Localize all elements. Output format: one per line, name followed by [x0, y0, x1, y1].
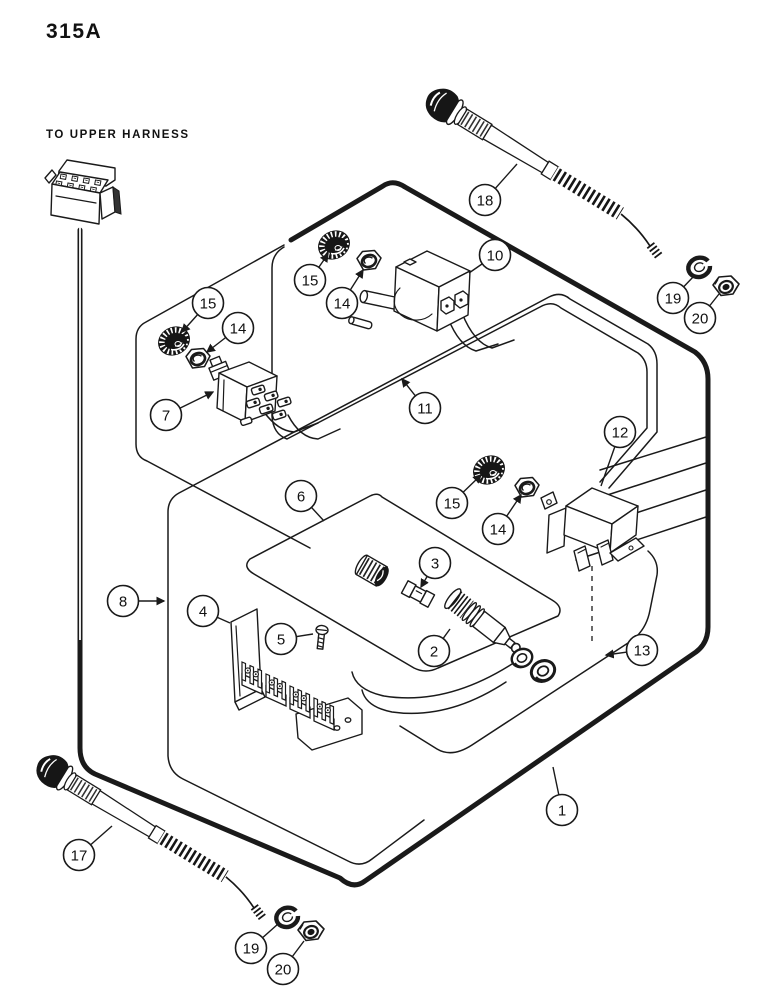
- svg-text:14: 14: [334, 295, 351, 312]
- svg-text:13: 13: [634, 642, 651, 659]
- svg-text:10: 10: [487, 247, 504, 264]
- callout-14: 14: [205, 311, 255, 353]
- fuse-holder-washer: [507, 644, 537, 672]
- callout-19: 19: [234, 923, 279, 965]
- mounting-bracket-4: [230, 608, 266, 711]
- fuse-holder-nut: [529, 659, 557, 683]
- svg-text:20: 20: [692, 310, 709, 327]
- callout-15: 15: [435, 474, 482, 520]
- screw-5: [315, 624, 329, 650]
- svg-text:14: 14: [230, 320, 247, 337]
- callout-6: 6: [284, 479, 325, 522]
- pull-cable-18: [419, 82, 675, 257]
- hex-nut-20a: [711, 274, 741, 297]
- pull-cable-17: [30, 749, 279, 918]
- figure-title: 315A: [46, 20, 102, 43]
- callout-17: 17: [62, 825, 113, 872]
- fuse-3: [400, 580, 436, 608]
- harness-band-8-11: [167, 293, 658, 865]
- callout-14: 14: [481, 493, 522, 546]
- svg-text:11: 11: [417, 400, 433, 417]
- svg-text:15: 15: [200, 295, 217, 312]
- flasher-relay-12: [540, 487, 645, 572]
- callout-4: 4: [186, 594, 231, 628]
- svg-text:19: 19: [243, 940, 260, 957]
- lock-washer-19b: [276, 908, 298, 927]
- panel-outline-left: [135, 244, 311, 549]
- svg-text:4: 4: [199, 603, 207, 620]
- callout-5: 5: [264, 622, 314, 656]
- callout-15: 15: [181, 286, 225, 334]
- callout-10: 10: [468, 238, 512, 274]
- fuse-holder-cap: [354, 554, 389, 587]
- lock-washer-19a: [688, 258, 710, 277]
- knurled-knob-15b: [313, 225, 355, 265]
- callout-20: 20: [266, 940, 305, 986]
- svg-text:5: 5: [277, 631, 285, 648]
- harness-band-6: [246, 493, 561, 672]
- svg-text:20: 20: [275, 961, 292, 978]
- callout-15: 15: [293, 252, 329, 297]
- svg-text:8: 8: [119, 593, 127, 610]
- nested-band-2: [361, 681, 507, 715]
- fuse-holder-body-2: [444, 588, 521, 653]
- svg-text:14: 14: [490, 521, 507, 538]
- svg-text:6: 6: [297, 488, 305, 505]
- jam-nut-14b: [355, 249, 383, 272]
- switch10-terminals: [440, 290, 469, 315]
- jam-nut-14a: [184, 347, 212, 370]
- callout-2: 2: [417, 628, 451, 668]
- switch-terminal-leads: [263, 312, 515, 440]
- jam-nut-14c: [513, 476, 541, 499]
- svg-text:12: 12: [612, 424, 629, 441]
- callout-18: 18: [468, 163, 518, 217]
- upper-harness-label: TO UPPER HARNESS: [46, 129, 190, 141]
- svg-text:19: 19: [665, 290, 682, 307]
- callout-13: 13: [604, 633, 659, 667]
- svg-text:17: 17: [71, 847, 88, 864]
- callout-7: 7: [149, 391, 215, 432]
- svg-text:1: 1: [558, 802, 566, 819]
- knurled-knob-15c: [468, 450, 510, 490]
- push-pull-switch-10: [348, 250, 471, 332]
- svg-text:2: 2: [430, 643, 438, 660]
- harness-band-13: [399, 550, 659, 754]
- toggle-switch-7: [208, 355, 292, 427]
- harness-loop: [77, 180, 711, 888]
- svg-text:15: 15: [444, 495, 461, 512]
- callout-3: 3: [418, 546, 452, 589]
- hex-nut-20b: [296, 919, 326, 942]
- svg-text:7: 7: [162, 407, 170, 424]
- harness-band-right: [271, 246, 648, 483]
- terminal-block: [241, 661, 363, 751]
- svg-text:18: 18: [477, 192, 494, 209]
- callout-12: 12: [600, 415, 637, 487]
- callout-8: 8: [106, 584, 166, 618]
- callout-20: 20: [683, 293, 720, 335]
- callout-14: 14: [325, 268, 364, 320]
- switch-terminals: [239, 384, 292, 427]
- upper-harness-connector: [44, 159, 122, 225]
- callout-1: 1: [545, 766, 579, 827]
- callout-11: 11: [401, 377, 442, 425]
- harness-bands: [135, 244, 707, 865]
- nested-band-1: [351, 663, 513, 699]
- callout-19: 19: [656, 275, 695, 315]
- svg-text:15: 15: [302, 272, 319, 289]
- svg-text:3: 3: [431, 555, 439, 572]
